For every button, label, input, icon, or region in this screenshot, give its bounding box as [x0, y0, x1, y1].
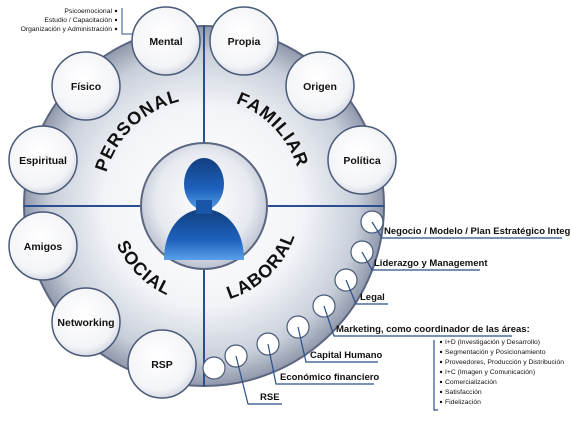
person-icon	[164, 158, 244, 260]
mental-subitem: Estudio / Capacitación	[44, 17, 112, 24]
node-propia: Propia	[209, 6, 279, 76]
laboral-item-rse: RSE	[260, 392, 280, 403]
node-rsp: RSP	[127, 329, 197, 399]
svg-text:Propia: Propia	[228, 36, 261, 48]
svg-text:Espiritual: Espiritual	[19, 155, 67, 167]
marketing-areas-list: I+D (Investigación y Desarrollo) Segment…	[439, 339, 564, 406]
svg-text:Networking: Networking	[57, 317, 114, 329]
laboral-item-negocio: Negocio / Modelo / Plan Estratégico Inte…	[384, 226, 571, 237]
laboral-item-liderazgo: Liderazgo y Management	[374, 258, 488, 269]
laboral-item-capital: Capital Humano	[310, 350, 383, 361]
node-mental: Mental	[131, 6, 201, 76]
svg-text:Físico: Físico	[71, 81, 101, 93]
node-fisico: Físico	[51, 51, 121, 121]
mental-subitem: Organización y Administración	[21, 26, 113, 33]
laboral-item-economico: Económico financiero	[280, 372, 379, 383]
node-amigos: Amigos	[8, 211, 78, 281]
marketing-area: I+C (Imagen y Comunicación)	[445, 369, 535, 376]
node-networking: Networking	[51, 287, 121, 357]
svg-text:Mental: Mental	[149, 36, 182, 48]
marketing-area: Proveedores, Producción y Distribución	[445, 359, 564, 366]
marketing-area: Segmentación y Posicionamiento	[445, 349, 546, 356]
laboral-item-marketing: Marketing, como coordinador de las áreas…	[336, 324, 530, 335]
node-espiritual: Espiritual	[8, 125, 78, 195]
marketing-area: Fidelización	[445, 399, 481, 406]
svg-text:Amigos: Amigos	[24, 241, 63, 253]
mental-subitems: Psicoemocional Estudio / Capacitación Or…	[21, 8, 132, 35]
laboral-leader-lines	[235, 221, 562, 411]
svg-text:RSP: RSP	[151, 359, 173, 371]
marketing-area: Comercialización	[445, 379, 497, 386]
node-politica: Política	[327, 125, 397, 195]
mental-subitem: Psicoemocional	[64, 8, 112, 15]
laboral-item-legal: Legal	[360, 292, 385, 303]
marketing-area: Satisfacción	[445, 389, 482, 396]
marketing-area: I+D (Investigación y Desarrollo)	[445, 339, 540, 346]
svg-text:Origen: Origen	[303, 81, 337, 93]
svg-text:Política: Política	[343, 155, 381, 167]
node-origen: Origen	[285, 51, 355, 121]
